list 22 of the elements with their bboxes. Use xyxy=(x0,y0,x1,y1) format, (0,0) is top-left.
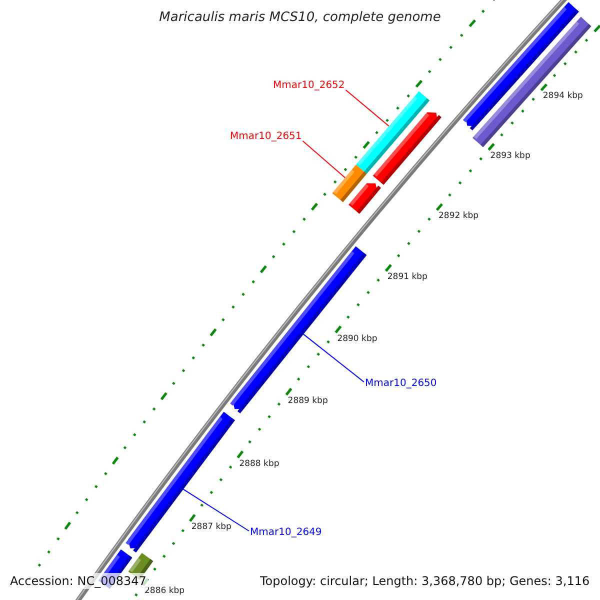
position-label: 2894 kbp xyxy=(542,91,583,102)
leader-line xyxy=(302,333,364,382)
genome-info-text: Topology: circular; Length: 3,368,780 bp; Genes: 3,116 xyxy=(258,573,592,590)
position-label: 2887 kbp xyxy=(191,522,232,532)
gene-bar xyxy=(348,183,381,214)
leader-line xyxy=(302,140,346,178)
leader-line xyxy=(182,488,250,532)
gene-bar xyxy=(472,16,592,148)
leader-line xyxy=(345,90,390,127)
gene-bar xyxy=(372,112,442,185)
gene-label: Mmar10_2652 xyxy=(273,80,345,92)
gene-label: Mmar10_2649 xyxy=(250,527,322,539)
title: Maricaulis maris MCS10, complete genome xyxy=(158,10,442,26)
accession-text: Accession: NC_008347 xyxy=(8,573,148,590)
gene-bar xyxy=(126,412,235,552)
position-label: 2892 kbp xyxy=(438,211,479,222)
position-label: 2891 kbp xyxy=(387,272,428,282)
gene-label: Mmar10_2651 xyxy=(230,131,302,143)
position-label: 2893 kbp xyxy=(490,150,530,162)
position-label: 2889 kbp xyxy=(288,396,328,406)
gene-label: Mmar10_2650 xyxy=(365,378,437,390)
position-label: 2890 kbp xyxy=(337,334,378,344)
